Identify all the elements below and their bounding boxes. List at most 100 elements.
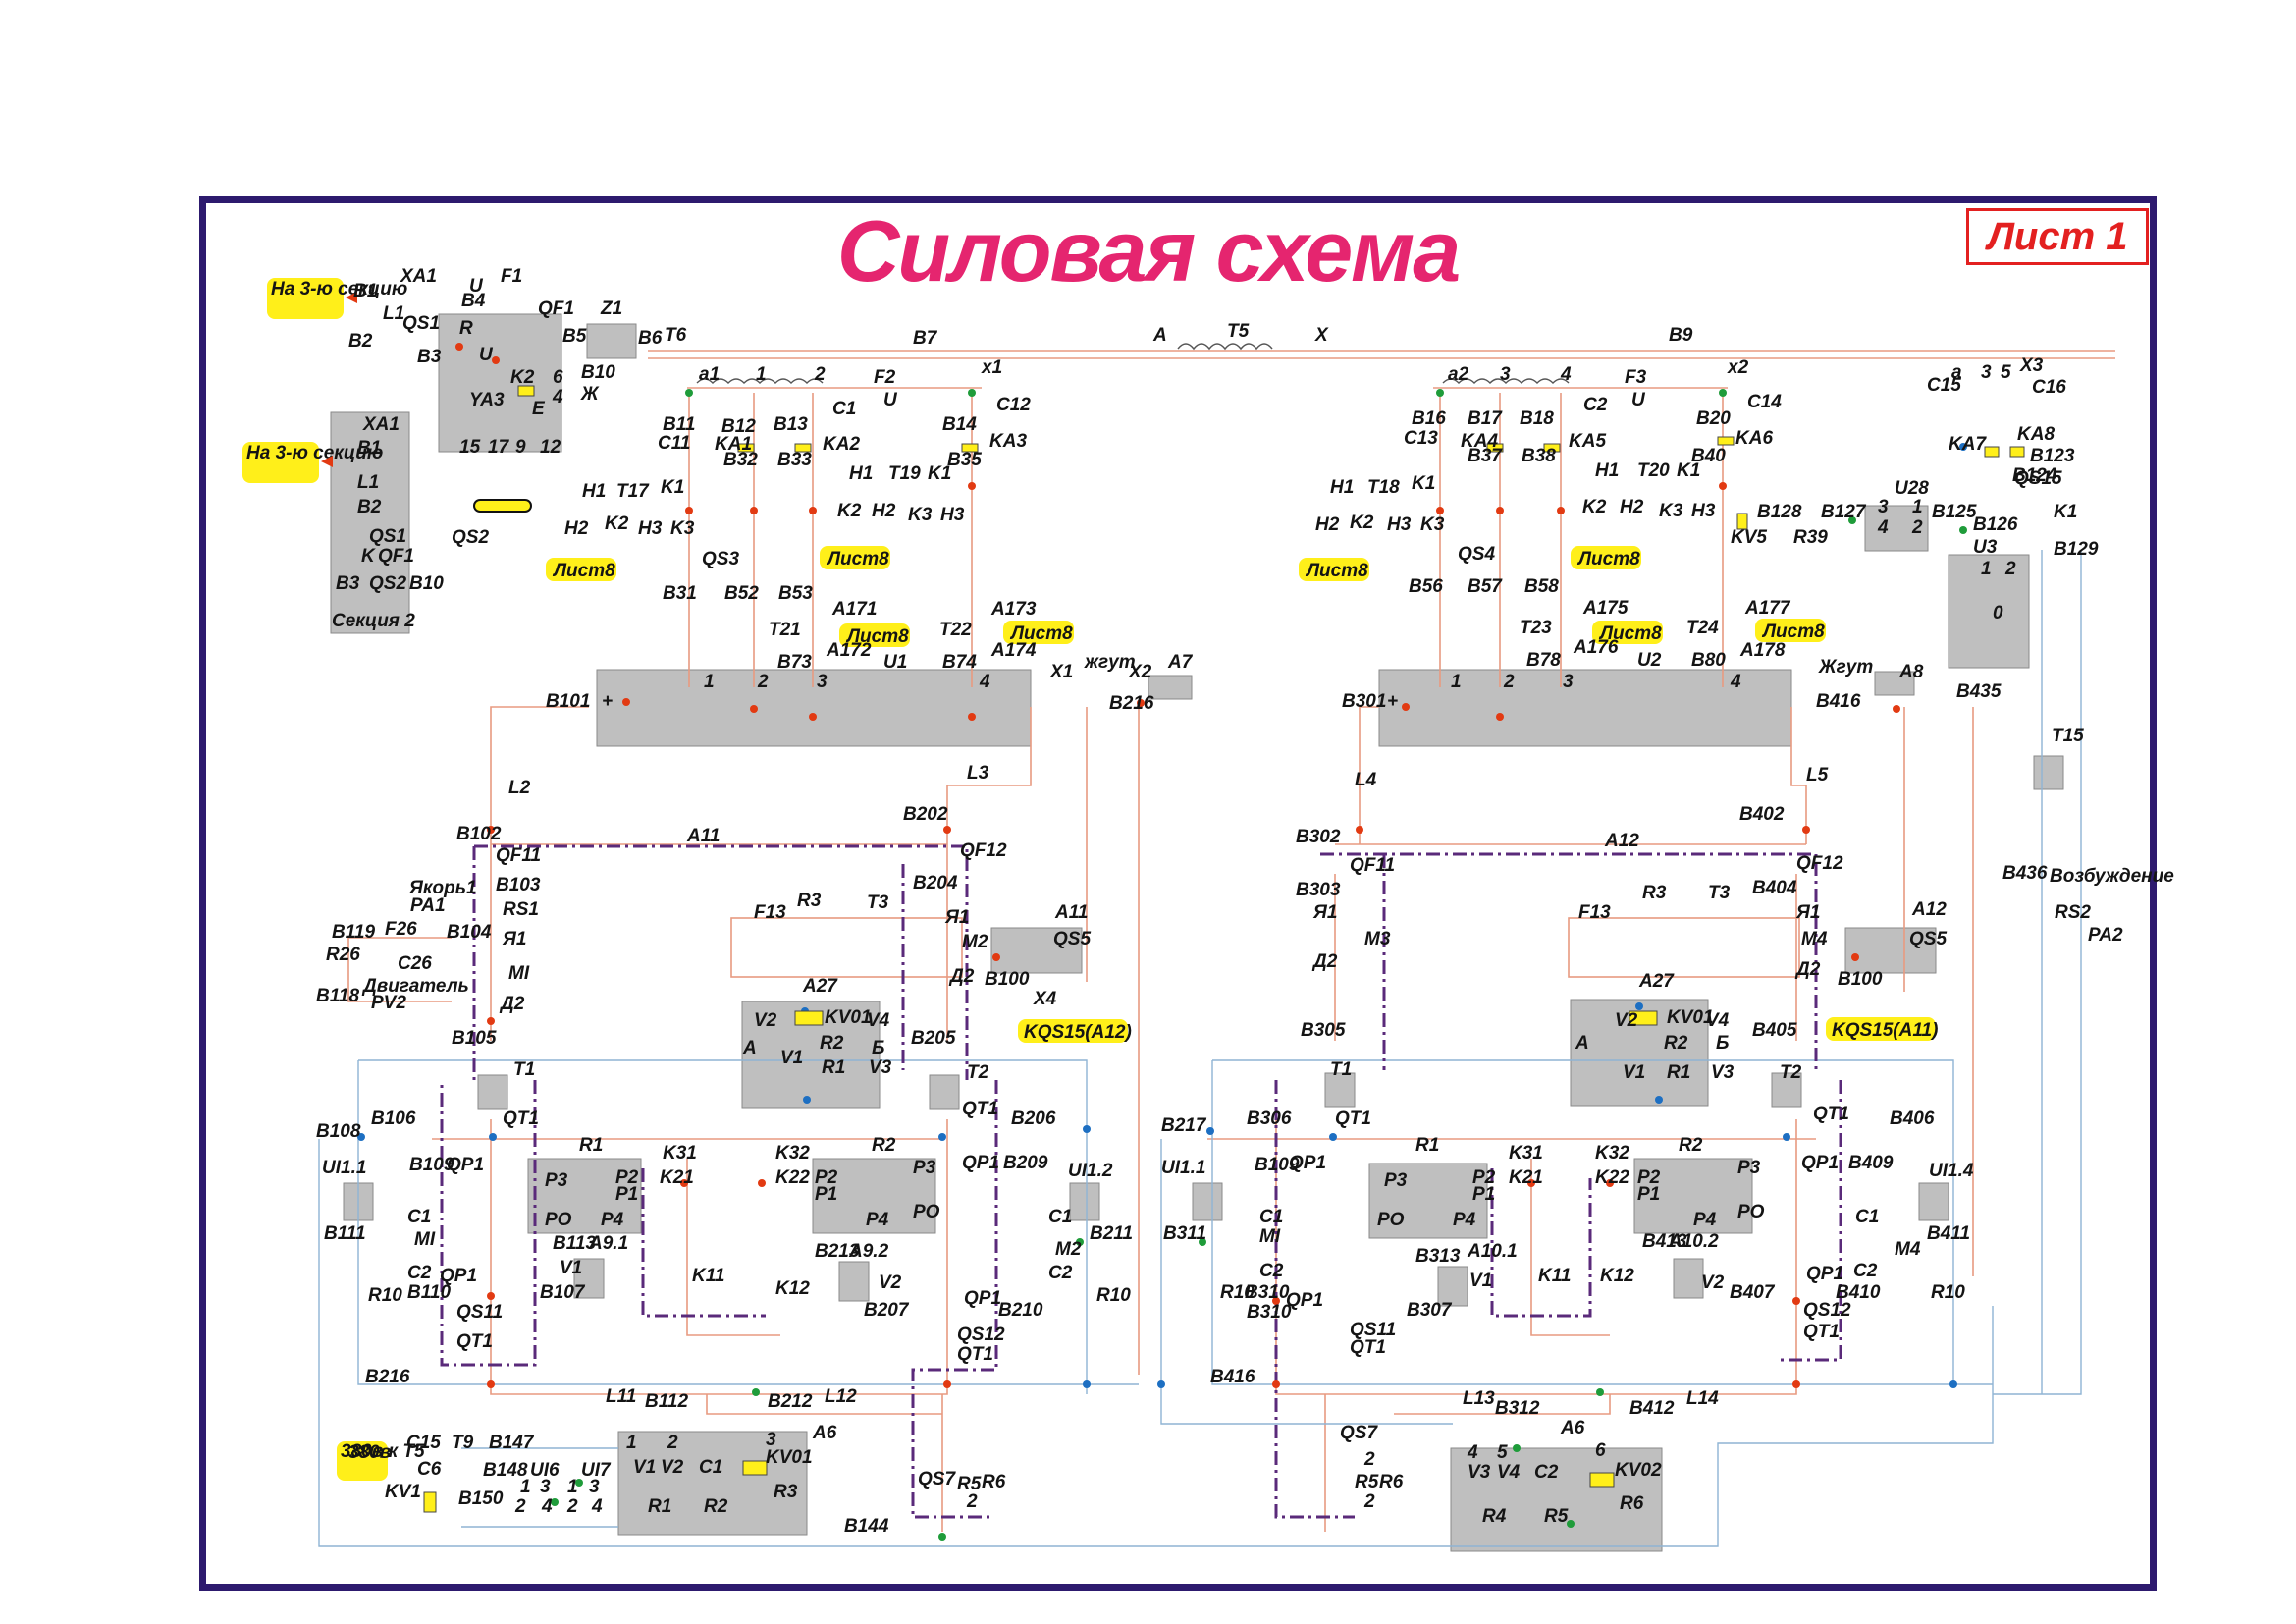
tag-list8-g: Лист8 xyxy=(1598,623,1662,644)
component-label: B210 xyxy=(998,1300,1043,1321)
component-label: H1 xyxy=(849,463,873,484)
component-label: B14 xyxy=(942,414,977,435)
component-label: B207 xyxy=(864,1300,910,1321)
block-a11 xyxy=(990,927,1083,974)
component-label: x1 xyxy=(981,357,1002,378)
component-label: U2 xyxy=(1637,650,1662,671)
tag-section3-mid xyxy=(242,442,319,483)
component-label: B413 xyxy=(1642,1231,1687,1252)
component-label: R5 xyxy=(1355,1472,1379,1492)
component-label: R1 xyxy=(1667,1062,1690,1083)
component-label: C2 xyxy=(407,1263,432,1283)
component-label: V3 xyxy=(1468,1462,1491,1483)
component-label: K32 xyxy=(1595,1143,1629,1164)
component-label: R3 xyxy=(1642,883,1667,903)
component-label: KV1 xyxy=(385,1482,421,1502)
block-a6-left xyxy=(617,1431,808,1536)
component-label: F1 xyxy=(501,266,522,287)
tag-kqs15-a11: KQS15(A11) xyxy=(1832,1020,1938,1041)
component-label: B1 xyxy=(357,438,381,459)
component-label: L14 xyxy=(1686,1388,1719,1409)
component-label: PV2 xyxy=(371,993,406,1013)
component-label: V3 xyxy=(869,1057,892,1078)
component-label: KA1 xyxy=(715,434,752,455)
component-label: QS1 xyxy=(402,313,440,334)
component-label: R39 xyxy=(1793,527,1828,548)
component-label: QS2 xyxy=(369,573,406,594)
component-label: B302 xyxy=(1296,827,1341,847)
relay-coils xyxy=(423,385,2025,1513)
component-label: Я1 xyxy=(502,929,526,949)
component-label: B13 xyxy=(774,414,808,435)
component-label: 3 xyxy=(1500,364,1511,385)
component-label: QS5 xyxy=(1053,929,1091,949)
component-label: C1 xyxy=(699,1457,722,1478)
component-label: R5 xyxy=(957,1474,982,1494)
tag-list8-d: Лист8 xyxy=(1009,623,1073,644)
component-label: P2 xyxy=(815,1167,838,1188)
component-label: B313 xyxy=(1415,1246,1461,1267)
component-label: B3 xyxy=(417,347,442,367)
component-label: B416 xyxy=(1816,691,1861,712)
component-label: 1 xyxy=(756,364,767,385)
component-label: a1 xyxy=(699,364,720,385)
component-label: B100 xyxy=(985,969,1030,990)
component-label: 4 xyxy=(1560,364,1572,385)
component-label: L5 xyxy=(1806,765,1829,785)
component-label: B206 xyxy=(1011,1109,1056,1129)
component-label: 1 xyxy=(704,672,715,692)
component-label: K21 xyxy=(660,1167,694,1188)
component-label: B53 xyxy=(778,583,813,604)
component-label: K11 xyxy=(692,1266,724,1286)
component-label: KA7 xyxy=(1949,434,1987,455)
tag-section3-top xyxy=(267,278,344,319)
component-label: Я1 xyxy=(1795,902,1820,923)
component-label: B435 xyxy=(1956,681,2002,702)
component-label: QS11 xyxy=(456,1302,503,1323)
component-label: QP1 xyxy=(447,1155,484,1175)
tag-list8-f: Лист8 xyxy=(1576,549,1640,569)
component-label: K22 xyxy=(1595,1167,1629,1188)
component-label: U xyxy=(1631,390,1646,410)
component-label: V1 xyxy=(633,1457,656,1478)
component-label: M2 xyxy=(1055,1239,1082,1260)
component-label: A7 xyxy=(1167,652,1194,673)
component-label: A10.2 xyxy=(1668,1231,1719,1252)
component-label: R4 xyxy=(1482,1506,1507,1527)
component-label: E xyxy=(532,399,546,419)
component-label: QS12 xyxy=(957,1325,1005,1345)
component-label: B110 xyxy=(407,1282,451,1303)
component-label: QS11 xyxy=(1350,1320,1396,1340)
component-label: RS1 xyxy=(503,899,539,920)
component-label: 6 xyxy=(553,367,563,388)
block-t2-left xyxy=(929,1074,960,1110)
component-label: B18 xyxy=(1520,408,1554,429)
block-a8 xyxy=(1874,671,1915,696)
component-label: T6 xyxy=(665,325,687,346)
component-label: PO xyxy=(1377,1210,1405,1230)
component-label: B20 xyxy=(1696,408,1731,429)
component-label: B80 xyxy=(1691,650,1726,671)
component-label: B204 xyxy=(913,873,958,893)
component-label: 4 xyxy=(591,1496,603,1517)
component-label: R10 xyxy=(1931,1282,1965,1303)
tag-list8-h: Лист8 xyxy=(1761,622,1825,642)
component-label: V4 xyxy=(1706,1010,1730,1031)
component-label: A9.2 xyxy=(848,1241,889,1262)
component-label: X4 xyxy=(1033,989,1057,1009)
component-label: QP1 xyxy=(1289,1153,1326,1173)
component-label: QS7 xyxy=(918,1469,956,1489)
component-label: x2 xyxy=(1727,357,1749,378)
component-label: B125 xyxy=(1932,502,1977,522)
component-label: B126 xyxy=(1973,514,2018,535)
component-label: B310 xyxy=(1245,1282,1290,1303)
component-label: QP1 xyxy=(1801,1153,1839,1173)
component-label: 3 xyxy=(1563,672,1574,692)
component-label: 2 xyxy=(667,1433,678,1453)
component-label: T2 xyxy=(1780,1062,1802,1083)
block-u28 xyxy=(1864,505,1929,552)
tag-list8-e: Лист8 xyxy=(1305,561,1368,581)
component-label: A176 xyxy=(1573,637,1619,658)
component-label: P2 xyxy=(1637,1167,1661,1188)
block-a7 xyxy=(1148,675,1193,700)
